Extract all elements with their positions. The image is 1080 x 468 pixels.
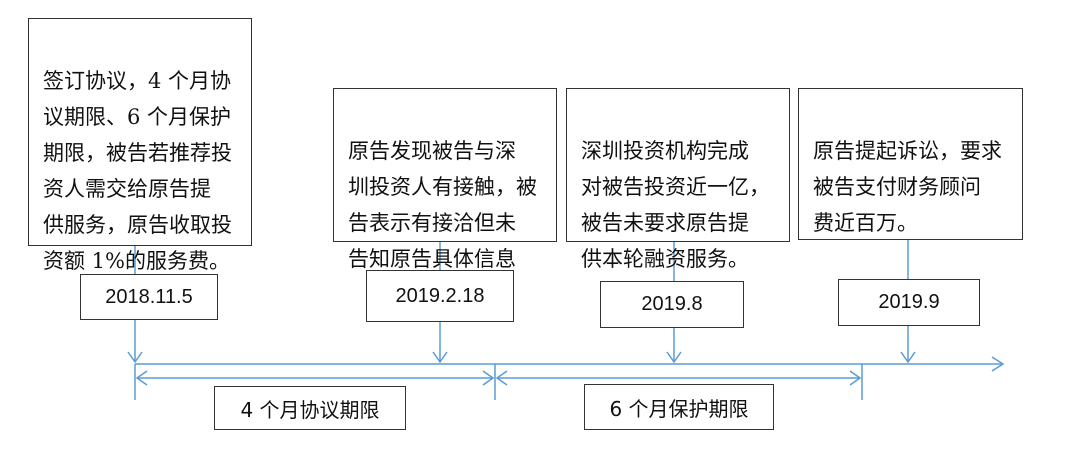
event-box-2: 原告发现被告与深 圳投资人有接触，被 告表示有接洽但未 告知原告具体信息 (333, 88, 557, 271)
timeline-axis-arrow (135, 356, 1005, 372)
period-box-2: 6 个月保护期限 (584, 384, 774, 430)
down-arrow-4 (900, 326, 916, 364)
date-label-4: 2019.9 (878, 291, 940, 313)
date-box-2: 2019.2.18 (366, 270, 514, 322)
down-arrow-1 (127, 320, 143, 364)
event-text-1: 签订协议，4 个月协 议期限、6 个月保护 期限，被告若推荐投 资人需交给原告提… (43, 69, 232, 273)
event-box-1: 签订协议，4 个月协 议期限、6 个月保护 期限，被告若推荐投 资人需交给原告提… (28, 18, 252, 273)
period-label-2: 6 个月保护期限 (609, 396, 749, 421)
event-box-3: 深圳投资机构完成 对被告投资近一亿， 被告未要求原告提 供本轮融资服务。 (566, 88, 790, 271)
down-arrow-2 (432, 322, 448, 364)
period-label-1: 4 个月协议期限 (240, 397, 380, 422)
date-label-2: 2019.2.18 (395, 284, 485, 307)
date-label-1: 2018.11.5 (105, 285, 193, 308)
period-box-1: 4 个月协议期限 (214, 386, 406, 430)
down-arrow-3 (666, 328, 682, 364)
date-box-4: 2019.9 (838, 279, 980, 326)
period-arrow-2 (495, 370, 862, 386)
date-box-1: 2018.11.5 (80, 274, 218, 320)
date-box-3: 2019.8 (600, 281, 744, 328)
event-text-4: 原告提起诉讼，要求 被告支付财务顾问 费近百万。 (813, 139, 1002, 235)
period-arrow-1 (135, 370, 495, 386)
date-label-3: 2019.8 (641, 293, 703, 315)
event-text-2: 原告发现被告与深 圳投资人有接触，被 告表示有接洽但未 告知原告具体信息 (348, 139, 537, 271)
event-text-3: 深圳投资机构完成 对被告投资近一亿， 被告未要求原告提 供本轮融资服务。 (581, 139, 770, 271)
event-box-4: 原告提起诉讼，要求 被告支付财务顾问 费近百万。 (798, 88, 1023, 240)
